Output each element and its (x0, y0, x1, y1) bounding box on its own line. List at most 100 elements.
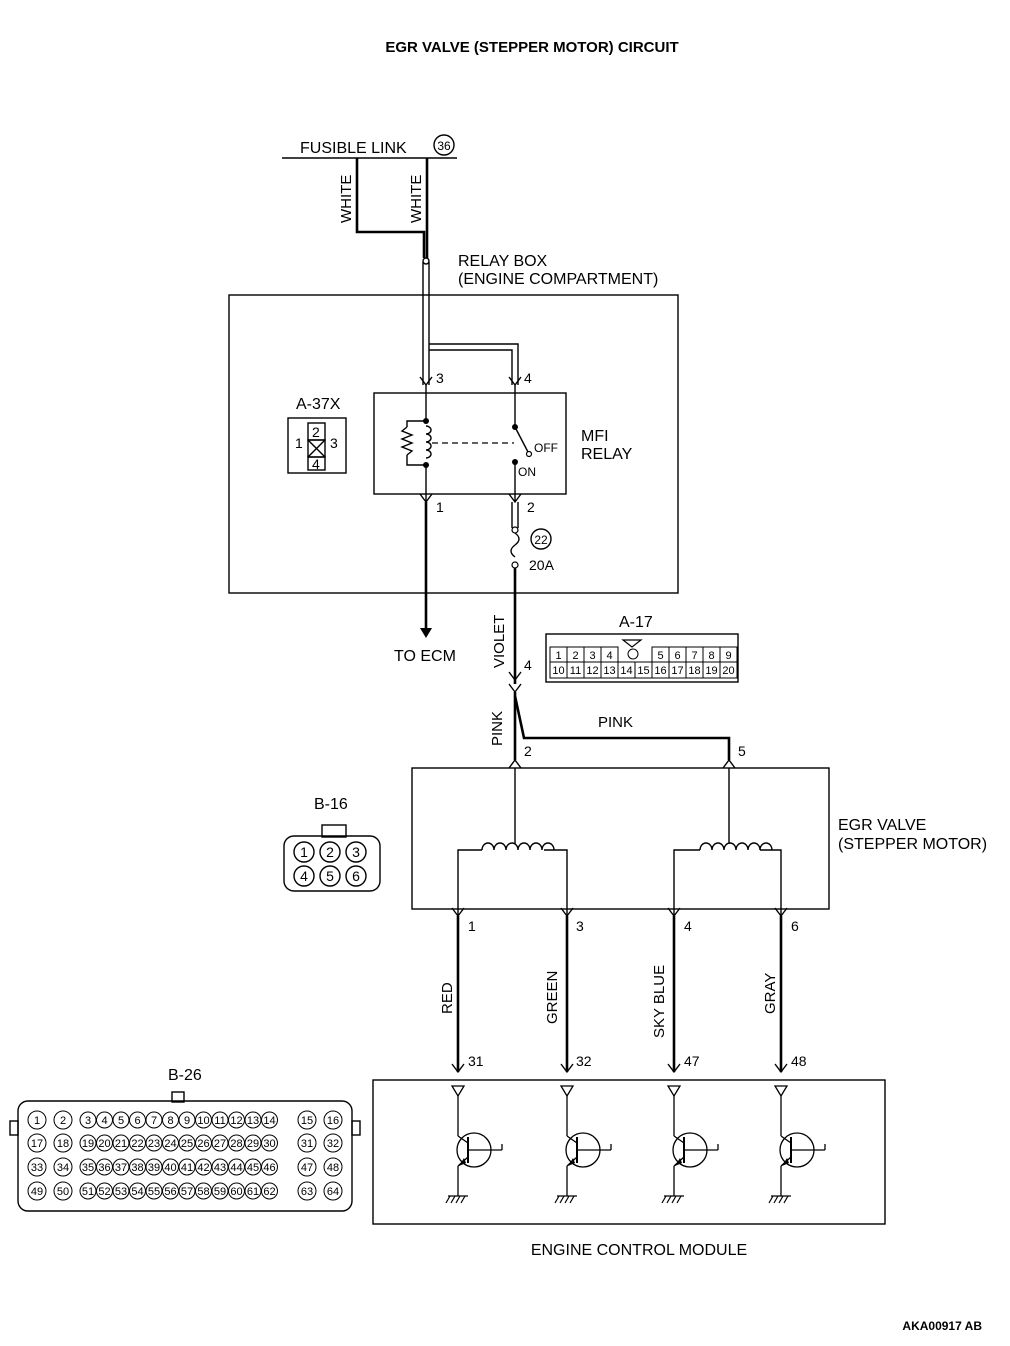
b26-pin (27, 1110, 47, 1130)
egr-valve: EGR VALVE (STEPPER MOTOR) 1 3 4 6 (411, 767, 987, 934)
b26-pin-49: 49 (31, 1186, 43, 1198)
junction-pin: 4 (524, 657, 532, 673)
wire-label-violet: VIOLET (491, 615, 508, 668)
b26-pin (297, 1110, 317, 1130)
wire-label-white-left: WHITE (338, 175, 355, 223)
b26-pin-51: 51 (82, 1186, 94, 1198)
relay-on-label: ON (518, 465, 536, 479)
b26-pin-21: 21 (115, 1138, 127, 1150)
b26-pin-60: 60 (230, 1186, 242, 1198)
b16-pin-1: 1 (300, 844, 308, 860)
b26-pin-23: 23 (148, 1138, 160, 1150)
b26-pin (53, 1157, 73, 1177)
figure-code: AKA00917 AB (902, 1319, 982, 1333)
a17-pin-10: 10 (552, 665, 564, 677)
b26-pin-44: 44 (230, 1162, 242, 1174)
fusible-link-label: FUSIBLE LINK (300, 140, 407, 157)
wire-label-pink-right: PINK (598, 714, 633, 731)
b26-pin-26: 26 (197, 1138, 209, 1150)
a37x-pin-3: 3 (330, 435, 338, 451)
a17-cell (719, 661, 738, 679)
b26-pin-58: 58 (197, 1186, 209, 1198)
b26-pin-1: 1 (34, 1115, 40, 1127)
b26-pin-6: 6 (134, 1115, 140, 1127)
b26-pin (261, 1134, 278, 1152)
a17-pin-12: 12 (586, 665, 598, 677)
wire-label-sky-blue: SKY BLUE (651, 965, 668, 1038)
b26-pin-22: 22 (131, 1138, 143, 1150)
a17-pin-19: 19 (705, 665, 717, 677)
fuse-rating: 20A (529, 557, 555, 573)
b26-pin-17: 17 (31, 1138, 43, 1150)
relay-box-label-2: (ENGINE COMPARTMENT) (458, 271, 658, 288)
wire-label-white-right: WHITE (408, 175, 425, 223)
a17-pin-18: 18 (688, 665, 700, 677)
a37x-pin-1: 1 (295, 435, 303, 451)
mfi-relay-label-1: MFI (581, 428, 609, 445)
egr-pin-2: 2 (524, 743, 532, 759)
b16-pin-6: 6 (352, 868, 360, 884)
relay-box-label-1: RELAY BOX (458, 253, 548, 270)
relay-off-label: OFF (534, 441, 558, 455)
b26-pin-13: 13 (247, 1115, 259, 1127)
b26-pin-8: 8 (167, 1115, 173, 1127)
b26-pin-2: 2 (60, 1115, 66, 1127)
b26-pin (261, 1158, 278, 1176)
b26-pin-42: 42 (197, 1162, 209, 1174)
b26-pin-34: 34 (57, 1162, 69, 1174)
wire-label-green: GREEN (544, 971, 561, 1024)
b26-pin-5: 5 (118, 1115, 124, 1127)
b26-pin-57: 57 (181, 1186, 193, 1198)
fusible-link-number: 36 (437, 139, 451, 153)
egr-pin-3: 3 (576, 918, 584, 934)
b26-pin-18: 18 (57, 1138, 69, 1150)
violet-wire: VIOLET 4 (491, 568, 532, 694)
b26-pin (297, 1181, 317, 1201)
b26-pin-36: 36 (98, 1162, 110, 1174)
b26-pin (53, 1133, 73, 1153)
connector-b16-name: B-16 (314, 796, 348, 813)
connector-a17-name: A-17 (619, 614, 653, 631)
fuse-22: 22 20A (510, 502, 555, 573)
b26-pin (53, 1181, 73, 1201)
b26-pin-28: 28 (230, 1138, 242, 1150)
b26-pin-46: 46 (263, 1162, 275, 1174)
b26-pin (27, 1181, 47, 1201)
wire-label-red: RED (439, 982, 456, 1014)
a17-pin-3: 3 (589, 650, 595, 662)
a17-pin-20: 20 (722, 665, 734, 677)
egr-valve-label-1: EGR VALVE (838, 817, 926, 834)
b26-pin-7: 7 (151, 1115, 157, 1127)
diagram-title: EGR VALVE (STEPPER MOTOR) CIRCUIT (385, 39, 678, 56)
b26-pin-11: 11 (214, 1115, 225, 1127)
b26-pin-4: 4 (101, 1115, 107, 1127)
a17-pin-14: 14 (620, 665, 632, 677)
b26-pin (323, 1157, 343, 1177)
b26-pin-37: 37 (115, 1162, 127, 1174)
b26-pin-19: 19 (82, 1138, 94, 1150)
b26-pin-38: 38 (131, 1162, 143, 1174)
white-wires: WHITE WHITE (338, 158, 430, 265)
b26-pin (323, 1110, 343, 1130)
b26-pin-25: 25 (181, 1138, 193, 1150)
b26-pin (27, 1133, 47, 1153)
b26-pin-52: 52 (98, 1186, 110, 1198)
a17-pin-4: 4 (606, 650, 612, 662)
b26-pin-59: 59 (214, 1186, 226, 1198)
pink-wires: PINK PINK 2 5 (489, 692, 746, 769)
a17-pin-11: 11 (570, 665, 581, 677)
b16-pin-3: 3 (352, 844, 360, 860)
b26-pin-48: 48 (327, 1162, 339, 1174)
b26-pin-62: 62 (263, 1186, 275, 1198)
b26-pin-63: 63 (301, 1186, 313, 1198)
mfi-relay: OFF ON MFI RELAY 1 2 (373, 385, 633, 515)
b26-pin (297, 1157, 317, 1177)
to-ecm-wire: TO ECM (394, 502, 456, 665)
b16-pin-2: 2 (326, 844, 334, 860)
a17-pin-2: 2 (572, 650, 578, 662)
b26-pin (53, 1110, 73, 1130)
b26-pin (261, 1182, 278, 1200)
b26-pin-10: 10 (197, 1115, 209, 1127)
b26-pin-56: 56 (164, 1186, 176, 1198)
